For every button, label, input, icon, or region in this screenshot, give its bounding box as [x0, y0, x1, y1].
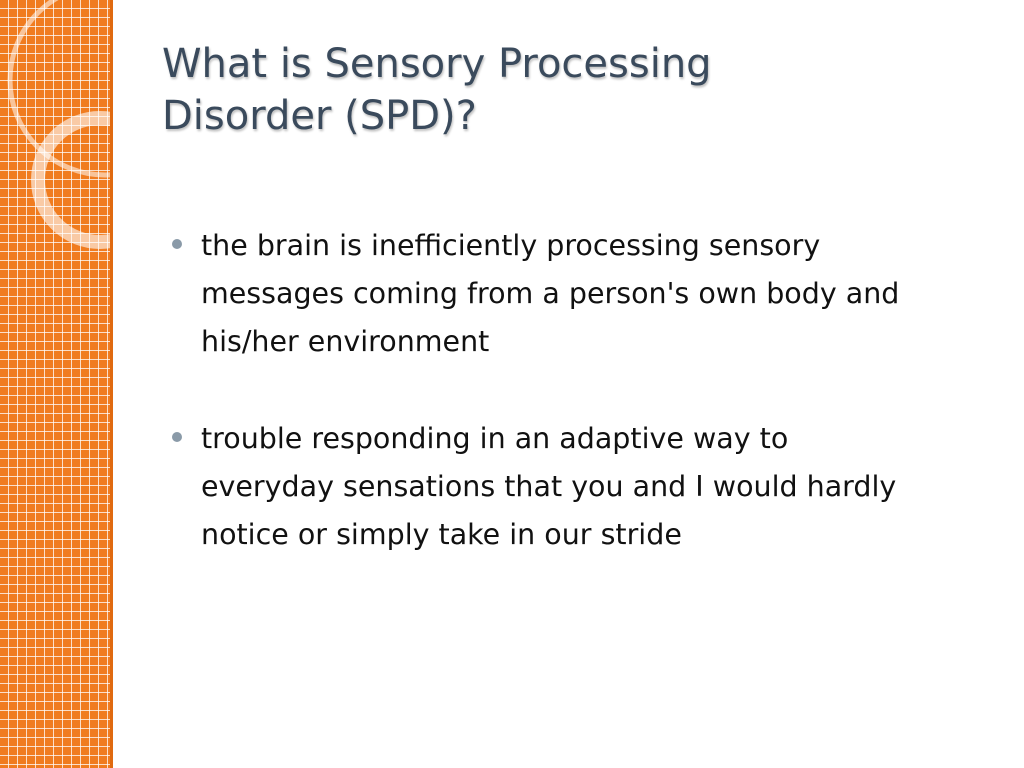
bullet-text: trouble responding in an adaptive way to…: [201, 422, 897, 551]
bullet-item: the brain is inefficiently processing se…: [170, 222, 930, 366]
decorative-circles: [7, 0, 113, 249]
decorative-side-panel: [0, 0, 113, 768]
bullet-list: the brain is inefficiently processing se…: [170, 222, 930, 608]
slide-title: What is Sensory Processing Disorder (SPD…: [162, 41, 712, 139]
bullet-item: trouble responding in an adaptive way to…: [170, 415, 930, 559]
bullet-text: the brain is inefficiently processing se…: [201, 229, 900, 358]
bullet-dot-icon: [172, 239, 182, 249]
bullet-dot-icon: [172, 432, 182, 442]
